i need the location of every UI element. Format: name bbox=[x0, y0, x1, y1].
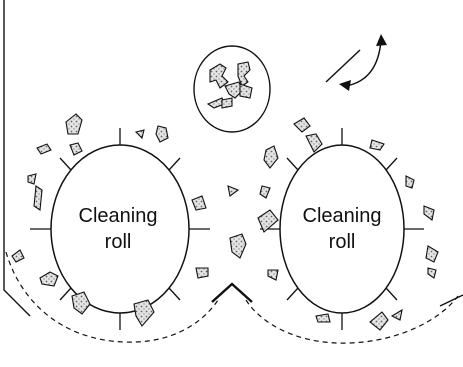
roll-label-right-line1: Cleaning bbox=[302, 205, 382, 227]
housing-left-wall bbox=[3, 0, 31, 317]
roll-label-left: Cleaning roll bbox=[58, 203, 178, 255]
debris-particles bbox=[11, 113, 439, 331]
collection-trough bbox=[5, 251, 459, 344]
cleaning-roll-right bbox=[260, 128, 424, 330]
cleaning-roll-left bbox=[30, 128, 210, 330]
housing-outline bbox=[3, 0, 463, 317]
magnified-debris-particles bbox=[206, 61, 253, 109]
roll-left-bristles bbox=[30, 128, 210, 330]
roll-label-left-line1: Cleaning bbox=[78, 205, 158, 227]
housing-right-wall bbox=[439, 294, 463, 307]
roll-label-left-line2: roll bbox=[104, 231, 132, 253]
roll-label-right: Cleaning roll bbox=[282, 203, 402, 255]
roll-label-right-line2: roll bbox=[328, 231, 356, 253]
center-divider bbox=[211, 282, 253, 303]
rotation-arrow-icon bbox=[325, 34, 387, 91]
debris-magnifier bbox=[193, 45, 271, 133]
roll-right-bristles bbox=[260, 128, 424, 330]
